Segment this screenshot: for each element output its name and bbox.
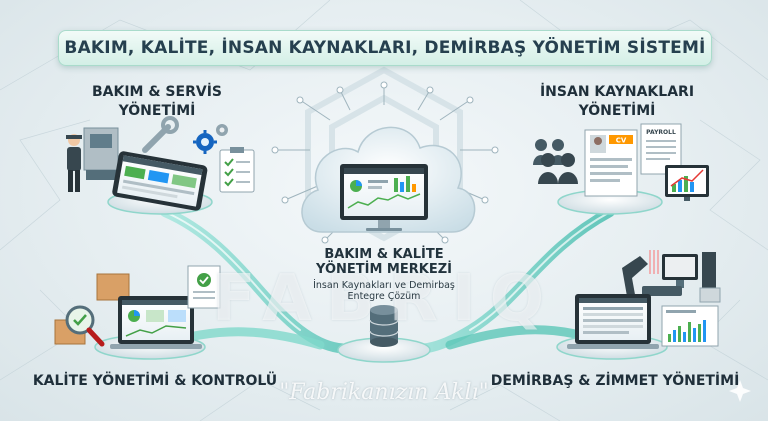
stacked-boxes-icon [700, 288, 720, 302]
cv-label: CV [616, 137, 627, 145]
brand-tagline: "Fabrikanızın Aklı" [234, 380, 534, 405]
maintenance-label-line1: BAKIM & SERVİS [72, 83, 242, 102]
cv-document-icon: CV [585, 130, 637, 196]
hr-label-line1: İNSAN KAYNAKLARI [522, 83, 712, 102]
machine-icon [84, 128, 118, 180]
center-label-line2: YÖNETİM MERKEZİ [294, 262, 474, 277]
people-icon [533, 139, 578, 184]
center-subtitle-line1: İnsan Kaynakları ve Demirbaş [284, 280, 484, 291]
maintenance-cluster [66, 118, 254, 211]
title-banner: BAKIM, KALİTE, İNSAN KAYNAKLARI, DEMİRBA… [58, 30, 712, 66]
laptop-icon [567, 294, 659, 349]
wrench-icon [145, 118, 177, 150]
technician-icon [66, 134, 82, 192]
chart-icon [662, 306, 718, 346]
center-label: BAKIM & KALİTE YÖNETİM MERKEZİ [294, 247, 474, 277]
chart-icon [665, 165, 709, 201]
hr-label: İNSAN KAYNAKLARI YÖNETİMİ [522, 83, 712, 121]
hr-label-line2: YÖNETİMİ [522, 102, 712, 121]
maintenance-label: BAKIM & SERVİS YÖNETİMİ [72, 83, 242, 121]
center-subtitle: İnsan Kaynakları ve Demirbaş Entegre Çöz… [284, 280, 484, 302]
hr-cluster: CV PAYROLL [533, 124, 709, 201]
center-subtitle-line2: Entegre Çözüm [284, 291, 484, 302]
assets-cluster [567, 250, 720, 349]
checklist-icon [220, 147, 254, 192]
maintenance-label-line2: YÖNETİMİ [72, 102, 242, 121]
page-title: BAKIM, KALİTE, İNSAN KAYNAKLARI, DEMİRBA… [64, 38, 705, 58]
center-label-line1: BAKIM & KALİTE [294, 247, 474, 262]
payroll-label: PAYROLL [646, 129, 676, 136]
